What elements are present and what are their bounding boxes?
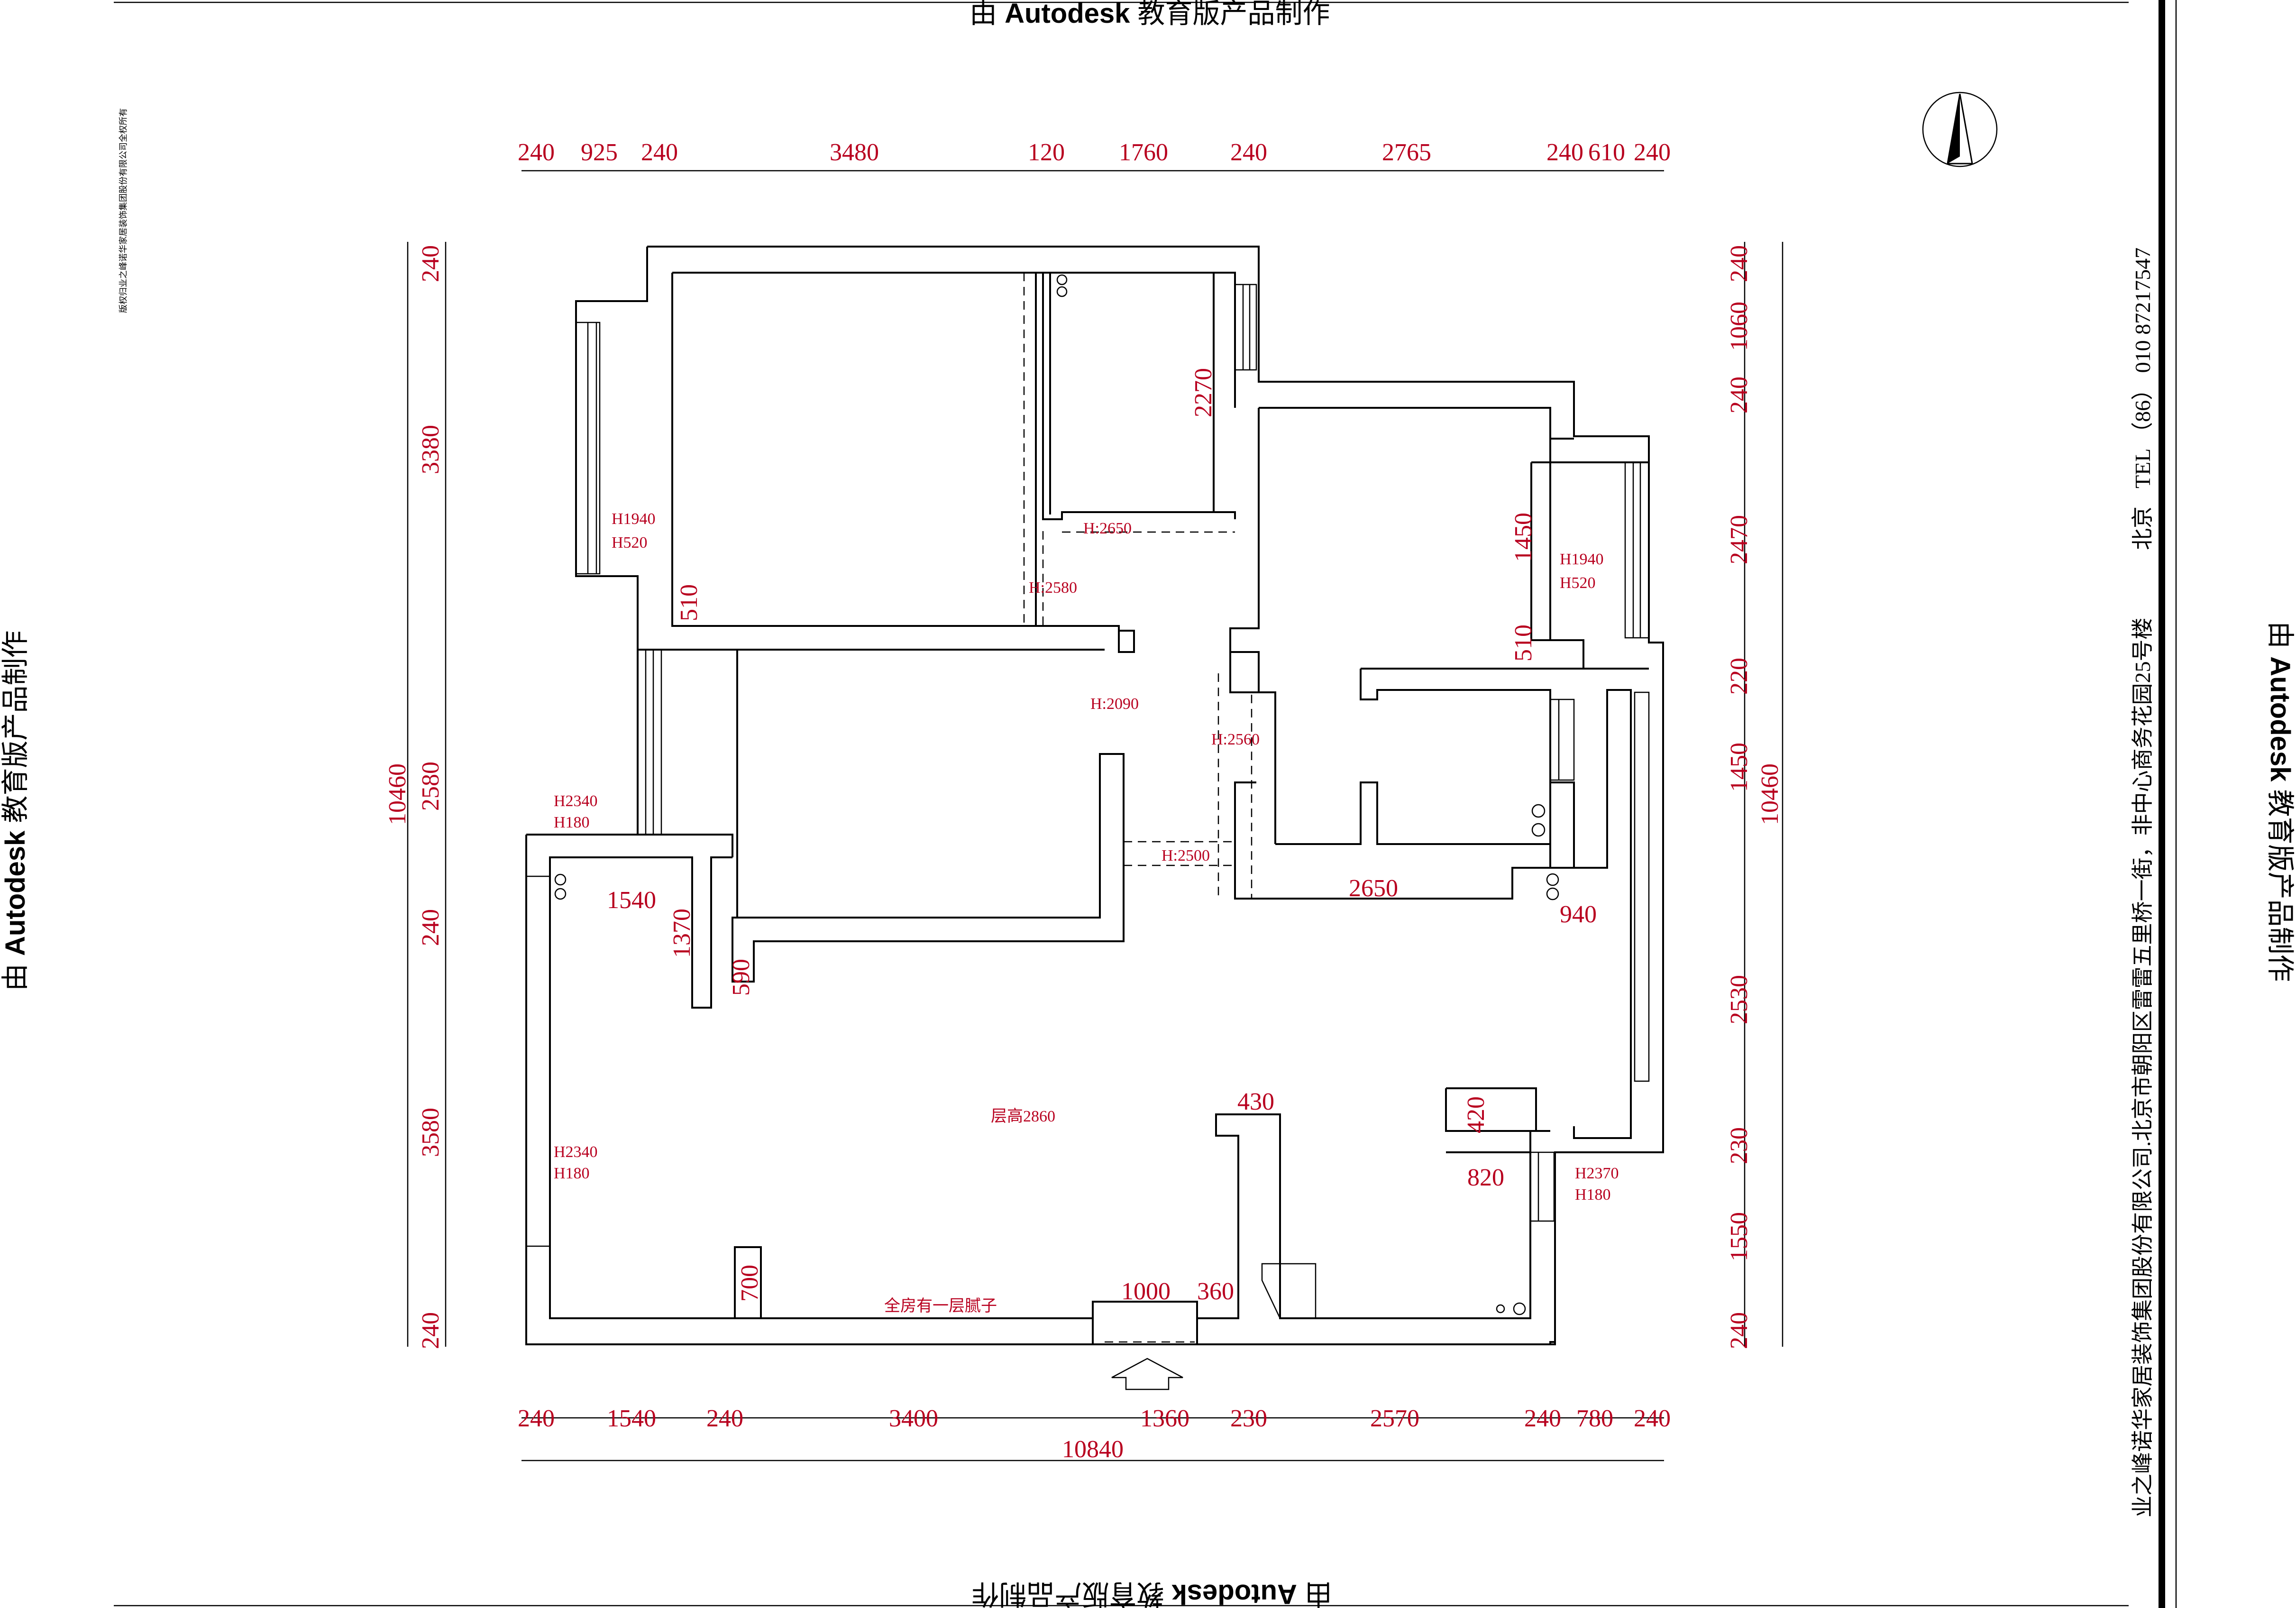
dim-right: 240: [1726, 245, 1753, 282]
dim-top: 240: [518, 139, 555, 166]
left-dimensions: 240 3380 2580 240 3580 240 10460: [384, 245, 444, 1349]
watermark-top: 由 Autodesk 教育版产品制作: [970, 0, 1330, 29]
dim-interior: 2650: [1349, 875, 1398, 902]
dim-bottom: 240: [1524, 1405, 1561, 1432]
top-dimensions: 240 925 240 3480 120 1760 240 2765 240 6…: [518, 139, 1671, 166]
note-height: H:2580: [1029, 579, 1077, 597]
dim-top: 2765: [1382, 139, 1431, 166]
dim-interior: 420: [1463, 1096, 1490, 1133]
dim-interior: 510: [1510, 625, 1537, 662]
dim-right-total: 10460: [1756, 763, 1784, 825]
dim-bottom: 230: [1230, 1405, 1267, 1432]
dim-right: 230: [1726, 1127, 1753, 1164]
dim-right: 2470: [1726, 515, 1753, 564]
north-arrow-icon: [1922, 92, 1998, 167]
dim-left: 3380: [417, 425, 444, 474]
note-window: H2370: [1575, 1165, 1619, 1182]
dimension-lines: [407, 170, 1784, 1461]
note-window: H1940: [612, 510, 656, 528]
note-window: H520: [1560, 574, 1596, 592]
company-city: 北京: [2131, 506, 2155, 550]
dim-right: 2530: [1726, 975, 1753, 1024]
dim-interior: 700: [736, 1265, 763, 1302]
dim-interior: 820: [1467, 1164, 1504, 1191]
dim-left: 240: [417, 909, 444, 946]
dim-top: 240: [641, 139, 678, 166]
right-dimensions: 240 1060 240 2470 220 1450 2530 230 1550…: [1726, 245, 1784, 1349]
dim-interior: 940: [1560, 901, 1597, 928]
dim-left: 2580: [417, 762, 444, 811]
dim-bottom: 240: [1634, 1405, 1671, 1432]
watermark-bottom: 由 Autodesk 教育版产品制作: [971, 1579, 1332, 1608]
note-window: H520: [612, 534, 648, 551]
dim-bottom: 240: [518, 1405, 555, 1432]
dim-top: 120: [1028, 139, 1065, 166]
dim-interior: 1000: [1121, 1278, 1171, 1305]
note-putty: 全房有一层腻子: [884, 1297, 997, 1315]
note-ceiling-height: 层高2860: [991, 1107, 1055, 1125]
dim-top: 610: [1588, 139, 1625, 166]
company-tel: TEL （86） 010 87217547: [2131, 248, 2155, 488]
dim-interior: 1370: [668, 909, 695, 958]
dim-right: 220: [1726, 658, 1753, 695]
note-window: H1940: [1560, 551, 1604, 568]
note-window: H180: [554, 1165, 590, 1182]
dim-bottom: 1540: [607, 1405, 656, 1432]
dim-right: 240: [1726, 377, 1753, 413]
dim-interior: 1540: [607, 887, 656, 914]
note-window: H2340: [554, 792, 598, 810]
annotation-notes: H:2650 H:2580 H:2090 H:2560 H:2500 H1940…: [554, 510, 1619, 1315]
dim-top: 1760: [1119, 139, 1168, 166]
dim-bottom: 780: [1576, 1405, 1613, 1432]
note-height: H:2650: [1083, 520, 1132, 537]
walls: [525, 246, 1664, 1345]
dim-left: 240: [417, 245, 444, 282]
note-height: H:2500: [1162, 847, 1210, 864]
dim-bottom-total: 10840: [1062, 1436, 1124, 1463]
dim-interior: 360: [1197, 1278, 1234, 1305]
company-address: 业之峰诺华家居装饰集团股份有限公司.北京市朝阳区雷雷五里桥一街，非中心商务花园2…: [2131, 618, 2155, 1518]
dim-top: 240: [1230, 139, 1267, 166]
copyright-note: 版权归业之峰诺华家居装饰集团股份有限公司全权所有: [119, 108, 128, 313]
windows: [525, 284, 1650, 1247]
note-window: H180: [554, 814, 590, 831]
dim-top: 240: [1634, 139, 1671, 166]
note-window: H180: [1575, 1186, 1611, 1204]
dim-interior: 510: [676, 584, 703, 621]
dim-interior: 430: [1237, 1088, 1274, 1115]
watermark-left: 由 Autodesk 教育版产品制作: [0, 630, 31, 991]
note-window: H2340: [554, 1143, 598, 1161]
dim-bottom: 240: [706, 1405, 743, 1432]
note-height: H:2560: [1211, 731, 1260, 748]
dim-right: 1550: [1726, 1212, 1753, 1261]
dim-right: 1450: [1726, 743, 1753, 792]
dashed-openings: [1023, 273, 1253, 1343]
dim-interior: 1450: [1510, 513, 1537, 562]
note-height: H:2090: [1090, 695, 1139, 713]
dim-left: 3580: [417, 1108, 444, 1157]
dim-left: 240: [417, 1312, 444, 1349]
dim-left-total: 10460: [384, 763, 411, 825]
dim-top: 925: [581, 139, 618, 166]
entry-arrow-icon: [1111, 1358, 1183, 1390]
dim-right: 240: [1726, 1312, 1753, 1349]
bottom-dimensions: 240 1540 240 3400 1360 230 2570 240 780 …: [518, 1405, 1671, 1463]
interior-dimensions: 2270 510 1450 510 1540 1370 590 2650 940…: [607, 368, 1597, 1305]
dim-interior: 2270: [1190, 368, 1217, 417]
sheet-frame: [114, 0, 2177, 1608]
watermark-right: 由 Autodesk 教育版产品制作: [2265, 621, 2296, 982]
dim-bottom: 3400: [889, 1405, 938, 1432]
dim-bottom: 1360: [1140, 1405, 1189, 1432]
plumbing-fixtures: [554, 274, 1559, 1315]
dim-top: 3480: [830, 139, 879, 166]
dim-right: 1060: [1726, 302, 1753, 351]
dim-bottom: 2570: [1370, 1405, 1419, 1432]
dim-top: 240: [1546, 139, 1583, 166]
dim-interior: 590: [728, 959, 755, 996]
